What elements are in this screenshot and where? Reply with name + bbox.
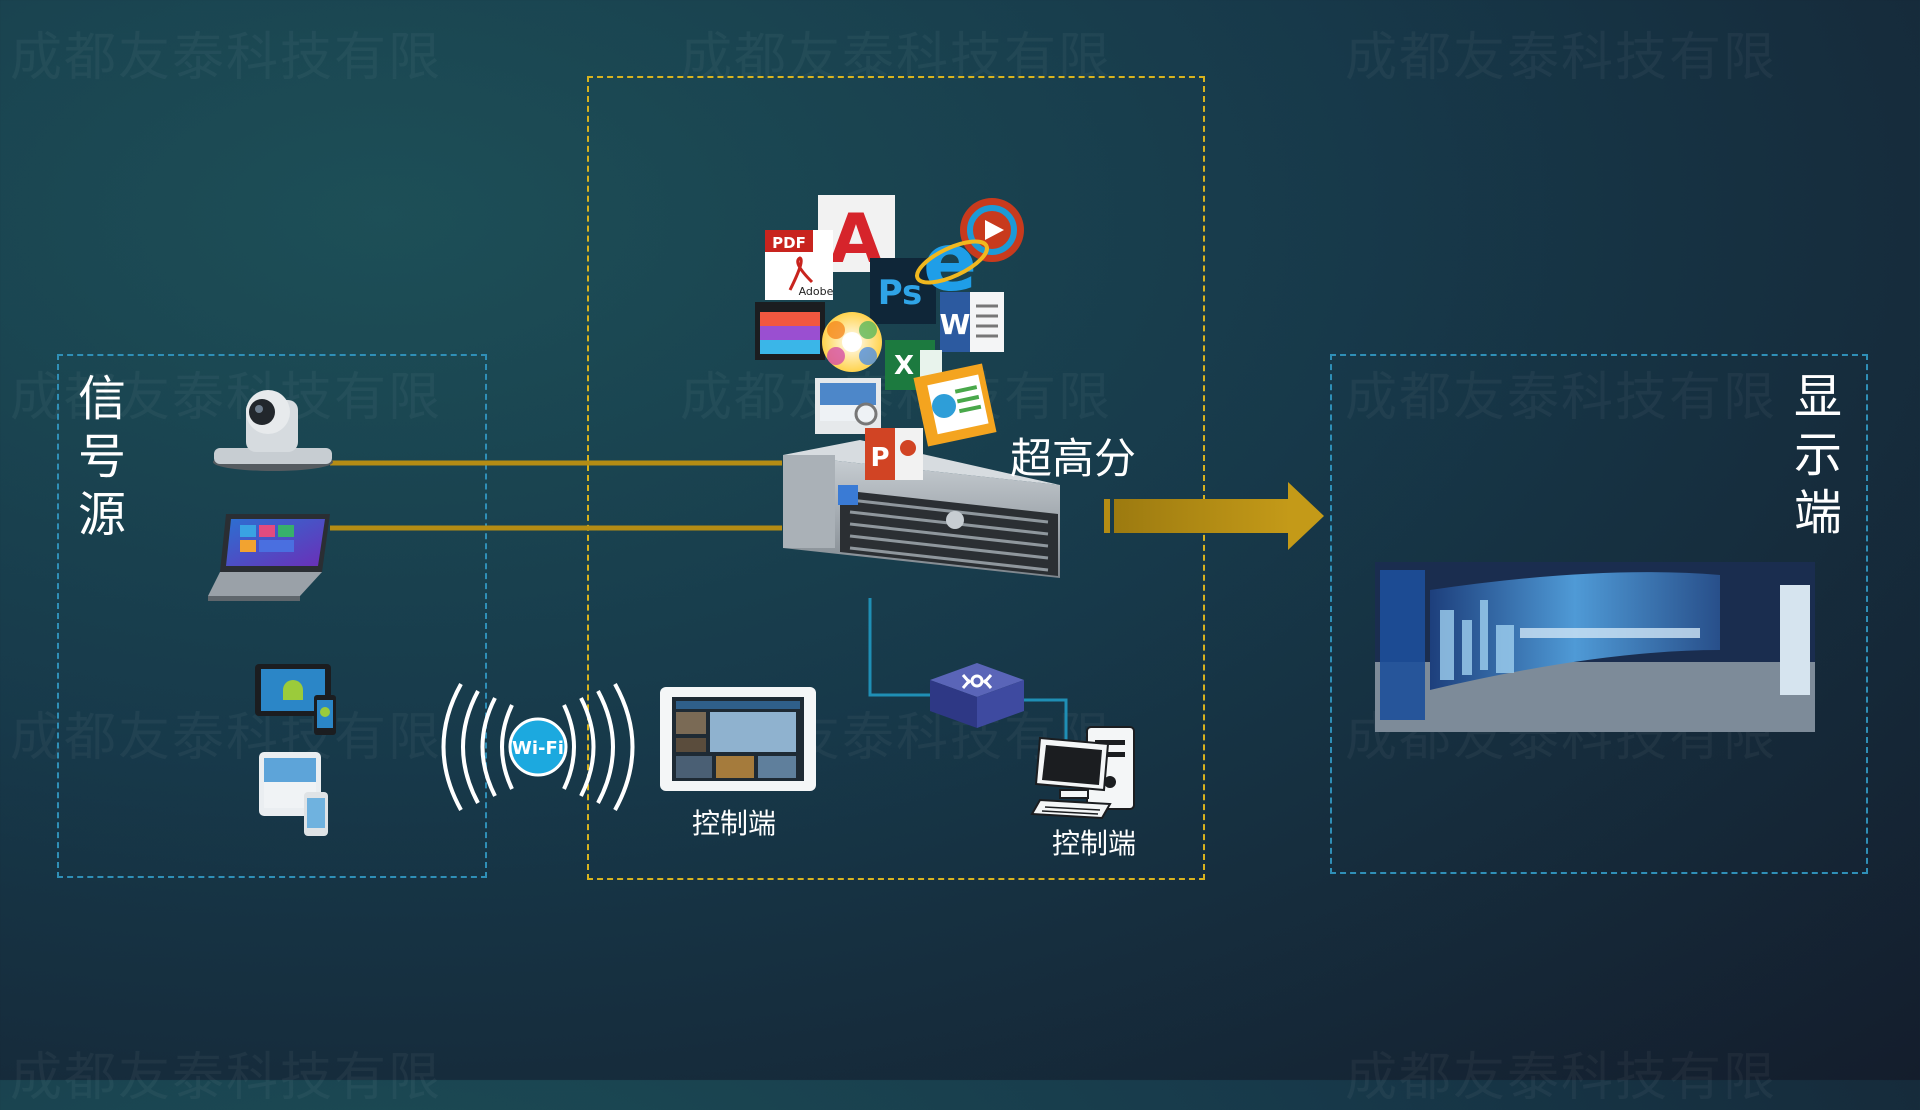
laptop-icon	[208, 514, 330, 601]
wifi-text: Wi-Fi	[512, 738, 564, 759]
network-switch-icon	[930, 663, 1024, 728]
powerpoint-icon: P	[870, 443, 889, 473]
android-tablet-icon	[255, 664, 336, 735]
app-icon-cluster: A PDF Adobe Ps e W X	[755, 195, 1024, 480]
source-label: 信号源	[77, 371, 126, 543]
pc-control-label: 控制端	[1052, 827, 1137, 860]
control-tablet-icon	[660, 687, 816, 791]
adobe-label: Adobe	[799, 285, 834, 298]
video-wall-display-icon	[1375, 562, 1815, 732]
wifi-icon	[441, 683, 635, 811]
wifi-badge	[508, 717, 568, 777]
photoshop-icon: Ps	[878, 273, 923, 313]
excel-icon: X	[894, 351, 914, 381]
output-arrow	[1104, 482, 1324, 550]
network-cable	[1020, 698, 1068, 745]
network-cable	[868, 598, 935, 697]
diagram-canvas: Wi-Fi A PDF Adobe	[208, 195, 1815, 836]
ptz-camera-icon	[213, 390, 333, 471]
desktop-pc-icon	[1030, 726, 1135, 820]
ipad-icon	[259, 752, 328, 836]
source-box	[57, 354, 487, 878]
processor-label: 超高分	[1010, 434, 1137, 483]
tablet-control-label: 控制端	[692, 807, 777, 840]
display-label: 显示端	[1793, 369, 1842, 541]
word-icon: W	[940, 308, 971, 341]
processor-box	[587, 76, 1205, 880]
pdf-icon: PDF	[772, 234, 806, 252]
display-box	[1330, 354, 1868, 874]
